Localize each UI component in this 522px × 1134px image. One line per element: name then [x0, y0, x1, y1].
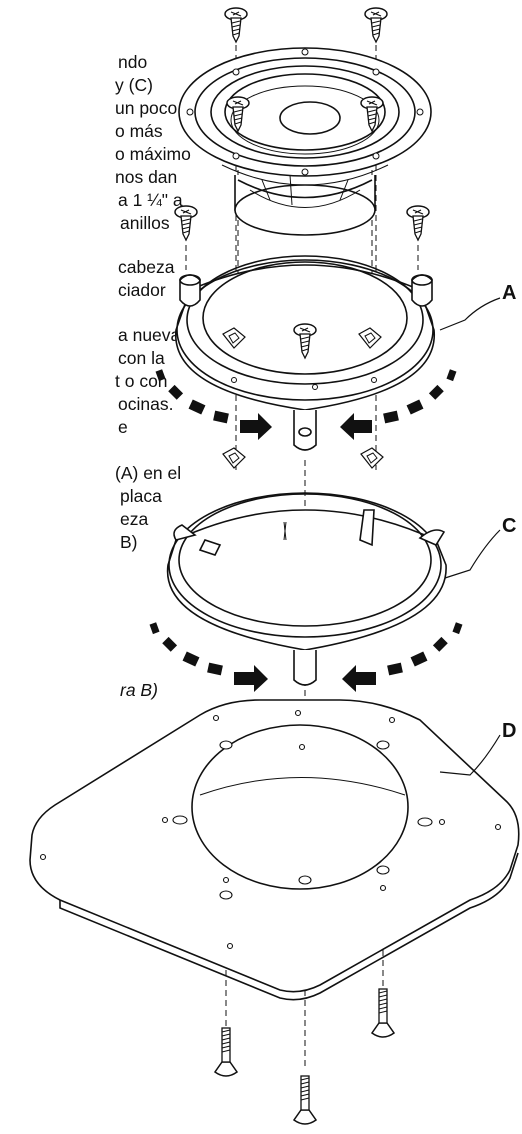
instruction-line: un poco — [115, 98, 178, 118]
ring-a-holes — [231, 377, 377, 390]
instruction-line: placa — [120, 486, 162, 506]
instruction-line: con la — [118, 348, 165, 368]
mounting-plate-d — [29, 699, 520, 1001]
spring-clip — [360, 447, 384, 469]
instruction-line: (A) en el — [115, 463, 182, 483]
instruction-line: nos dan — [115, 167, 178, 187]
spring-clip — [222, 447, 246, 469]
instruction-line: y (C) — [115, 75, 153, 95]
instruction-line: a 1 ¼" a — [118, 190, 183, 210]
bolt — [371, 988, 395, 1038]
instruction-line: eza — [120, 509, 149, 529]
instruction-line: ciador — [118, 280, 166, 300]
instruction-line: anillos — [120, 213, 170, 233]
leader-lines — [439, 297, 501, 776]
rotation-arrow-ring-c — [149, 622, 463, 692]
plate-holes — [39, 709, 502, 950]
screw — [174, 205, 198, 241]
bolt — [214, 1027, 238, 1077]
ring-c — [166, 492, 447, 686]
screw — [224, 7, 248, 43]
figure-caption: ra B) — [120, 680, 158, 700]
rotation-arrow-ring-a — [155, 369, 457, 440]
label-d: D — [502, 720, 517, 742]
instruction-line: a nueva — [118, 325, 181, 345]
screw — [364, 7, 388, 43]
screw — [406, 205, 430, 241]
instruction-line: ndo — [118, 52, 148, 72]
speaker — [178, 47, 432, 236]
instruction-line: ocinas. — [118, 394, 174, 414]
speaker-holes — [186, 48, 424, 176]
instruction-line: o máximo — [115, 144, 191, 164]
instruction-line: B) — [120, 532, 138, 552]
label-c: C — [502, 515, 517, 537]
label-a: A — [502, 282, 517, 304]
instruction-line: cabeza — [118, 257, 175, 277]
instruction-line: o más — [115, 121, 163, 141]
instruction-line: t o con — [115, 371, 168, 391]
instruction-line: e — [118, 417, 128, 437]
bolt — [293, 1075, 317, 1125]
